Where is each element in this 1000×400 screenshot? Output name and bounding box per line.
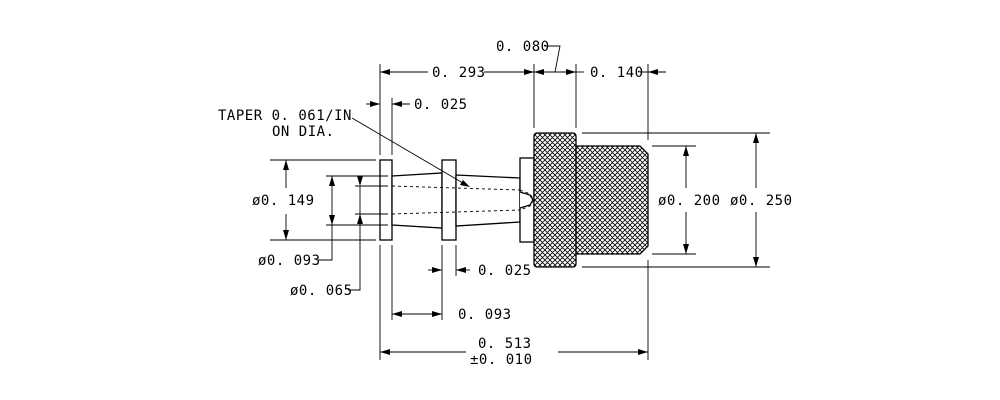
knurled-head: [533, 132, 577, 268]
hidden-bore-tip: [519, 189, 535, 211]
knurled-body: [575, 145, 649, 255]
dim-0025-top: 0. 025: [414, 97, 468, 113]
extension-lines: [270, 64, 770, 360]
dimension-lines: [283, 45, 759, 355]
dim-dia-0250: ø0. 250: [730, 193, 793, 209]
taper-note-line1: TAPER 0. 061/IN: [218, 108, 352, 124]
dim-dia-0093: ø0. 093: [258, 253, 321, 269]
dim-0025-bottom: 0. 025: [478, 263, 532, 279]
dim-0293: 0. 293: [432, 65, 486, 81]
tapered-shaft: [391, 172, 443, 229]
dim-0093: 0. 093: [458, 307, 512, 323]
dim-dia-0065: ø0. 065: [290, 283, 353, 299]
dimension-labels: 0. 080 0. 293 0. 140 0. 025 TAPER 0. 061…: [218, 39, 793, 368]
dim-0513: 0. 513: [478, 336, 532, 352]
dim-0080: 0. 080: [496, 39, 550, 55]
left-flange: [379, 159, 393, 241]
part-outline: [379, 132, 649, 268]
shaft-tip: [519, 191, 534, 209]
dim-dia-0200: ø0. 200: [658, 193, 721, 209]
dim-dia-0149: ø0. 149: [252, 193, 315, 209]
dim-tolerance: ±0. 010: [470, 352, 533, 368]
taper-note-line2: ON DIA.: [272, 124, 335, 140]
dim-0140: 0. 140: [590, 65, 644, 81]
